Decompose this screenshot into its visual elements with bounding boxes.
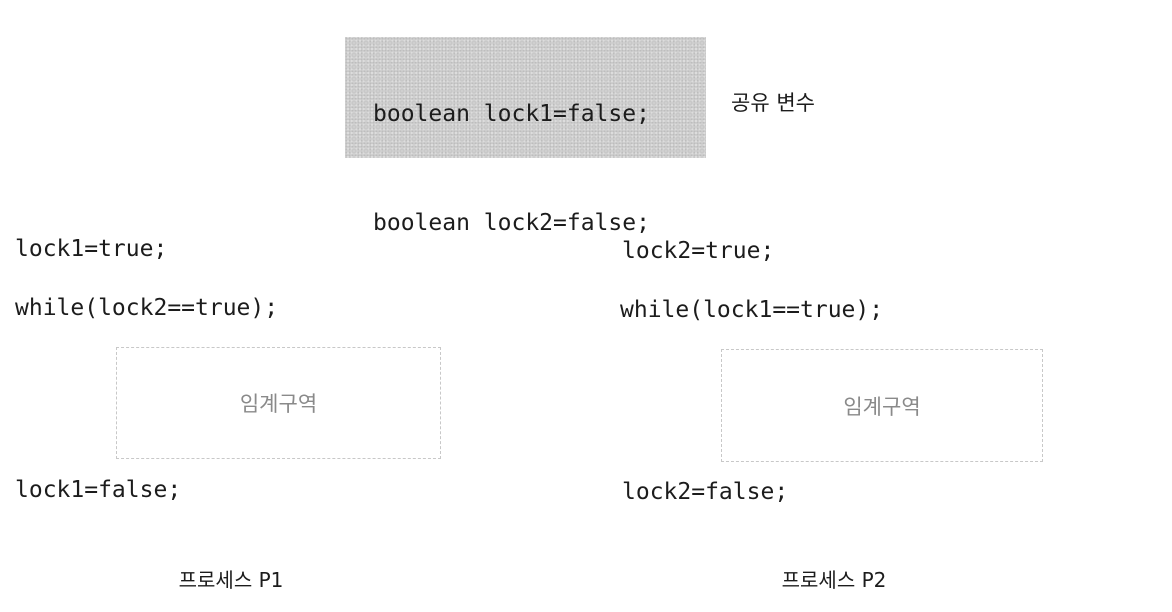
shared-variables-label: 공유 변수 xyxy=(731,91,815,115)
p1-process-label: 프로세스 P1 xyxy=(178,568,284,592)
shared-variable-lock1: boolean lock1=false; xyxy=(373,101,650,127)
p2-wait-loop: while(lock1==true); xyxy=(620,297,884,323)
p1-critical-section-label: 임계구역 xyxy=(239,392,318,416)
shared-variables-box: boolean lock1=false; boolean lock2=false… xyxy=(345,37,706,235)
p1-wait-loop: while(lock2==true); xyxy=(15,295,279,321)
p1-exit-lock: lock1=false; xyxy=(15,477,182,503)
p2-critical-section-box: 임계구역 xyxy=(721,349,1043,462)
p2-enter-lock: lock2=true; xyxy=(622,238,775,264)
p2-critical-section-label: 임계구역 xyxy=(843,394,921,419)
p2-exit-lock: lock2=false; xyxy=(622,479,789,505)
p1-critical-section-box: 임계구역 xyxy=(116,347,441,459)
p1-enter-lock: lock1=true; xyxy=(15,236,168,262)
shared-variable-lock2: boolean lock2=false; xyxy=(373,210,650,236)
p2-process-label: 프로세스 P2 xyxy=(781,568,887,592)
